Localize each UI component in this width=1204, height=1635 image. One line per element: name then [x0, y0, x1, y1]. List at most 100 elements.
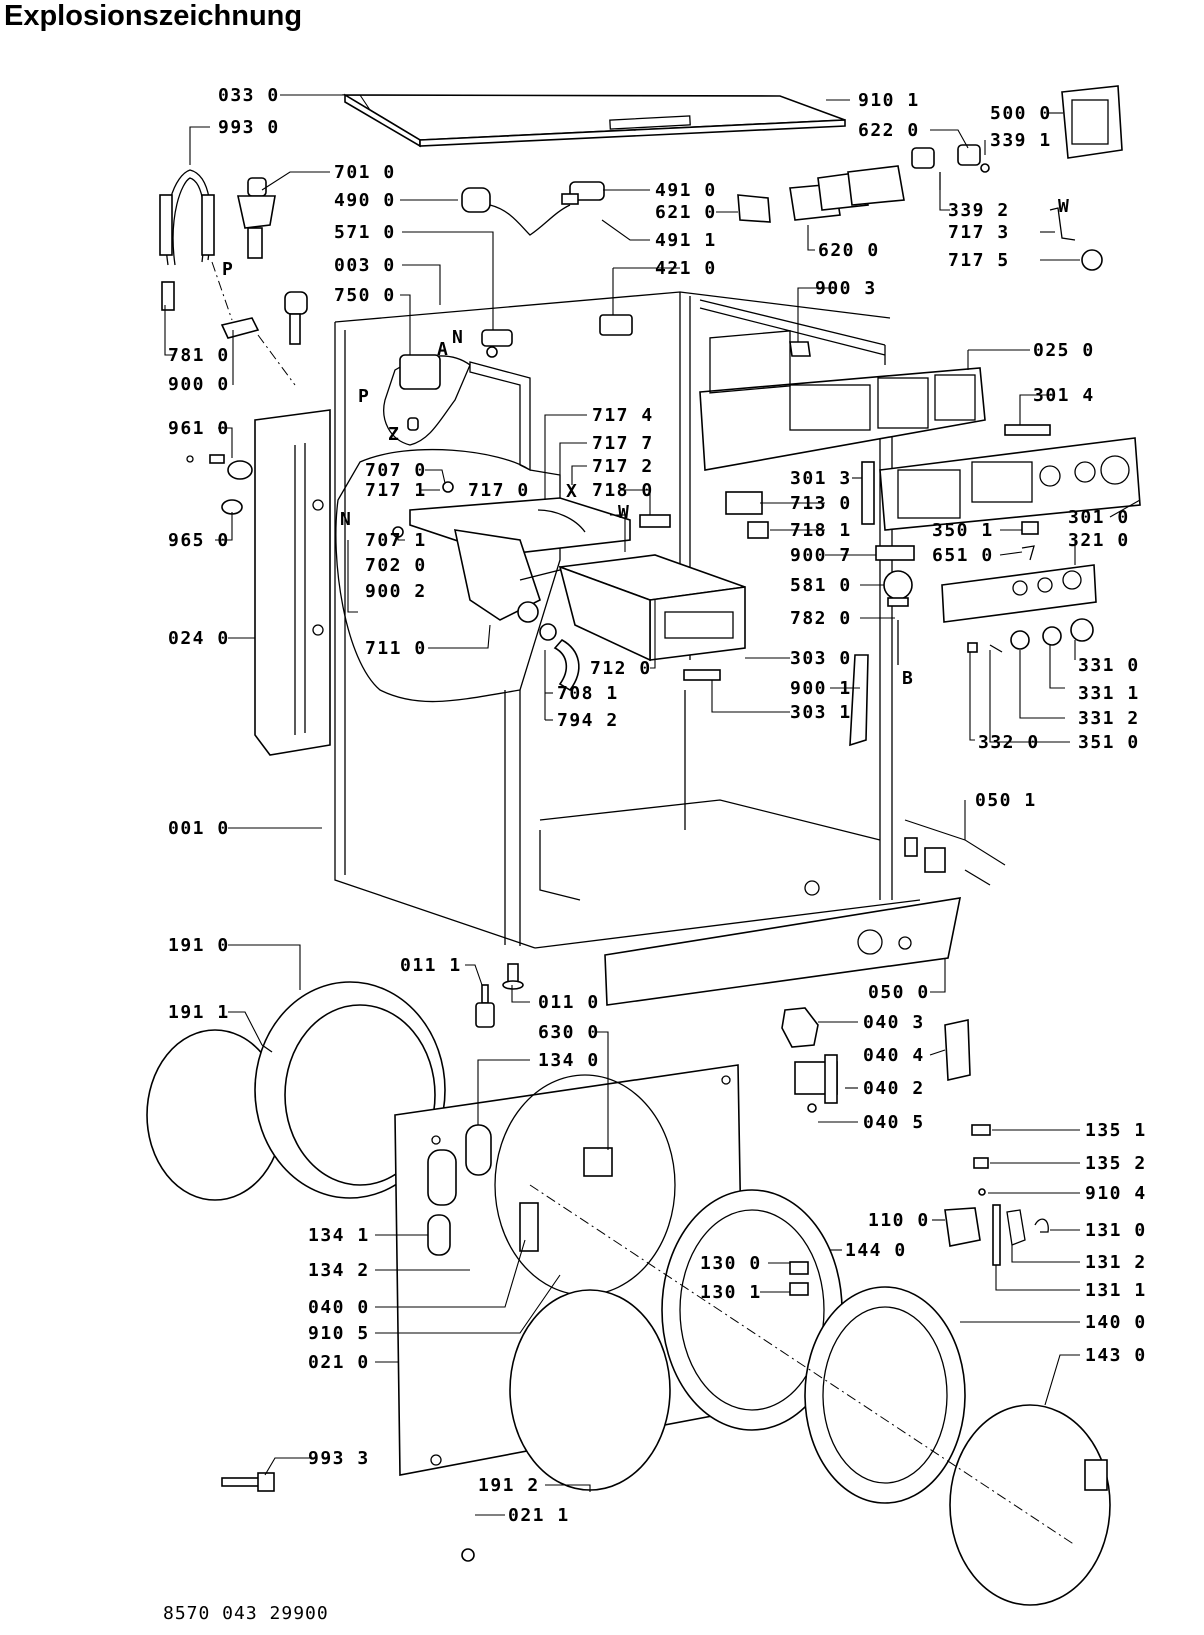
- marker-p-1: P: [222, 259, 234, 280]
- callout-134-1: 134 1: [308, 1225, 370, 1246]
- part-135-1: [971, 1124, 991, 1136]
- callout-131-2: 131 2: [1085, 1252, 1147, 1273]
- callout-620-0: 620 0: [818, 240, 880, 261]
- callout-718-1: 718 1: [790, 520, 852, 541]
- marker-x: X: [566, 481, 578, 502]
- callout-781-0: 781 0: [168, 345, 230, 366]
- callout-622-0: 622 0: [858, 120, 920, 141]
- callout-965-0: 965 0: [168, 530, 230, 551]
- callout-144-0: 144 0: [845, 1240, 907, 1261]
- callout-331-1: 331 1: [1078, 683, 1140, 704]
- callout-040-5: 040 5: [863, 1112, 925, 1133]
- callout-993-0: 993 0: [218, 117, 280, 138]
- callout-025-0: 025 0: [1033, 340, 1095, 361]
- callout-900-0: 900 0: [168, 374, 230, 395]
- callout-050-0: 050 0: [868, 982, 930, 1003]
- leader-lines: [164, 94, 1141, 1516]
- part-303-1: [683, 669, 721, 681]
- part-inlet-hose: [159, 169, 233, 321]
- part-993-3: [221, 1472, 275, 1492]
- callout-110-0: 110 0: [868, 1210, 930, 1231]
- callout-717-1: 717 1: [365, 480, 427, 501]
- part-900-3: [789, 341, 811, 357]
- part-191-2: [509, 1289, 671, 1491]
- part-side-panel: [254, 409, 331, 756]
- part-718-1: [747, 521, 769, 539]
- part-top-cover: [342, 93, 846, 148]
- part-control-panel-fascia: [879, 437, 1141, 531]
- callout-702-0: 702 0: [365, 555, 427, 576]
- callout-301-0: 301 0: [1068, 507, 1130, 528]
- callout-134-0: 134 0: [538, 1050, 600, 1071]
- callout-033-0: 033 0: [218, 85, 280, 106]
- detail-outline-dispenser: [335, 448, 561, 703]
- part-040-4: [944, 1019, 971, 1081]
- callout-040-3: 040 3: [863, 1012, 925, 1033]
- part-717-3: [1049, 207, 1076, 241]
- callout-711-0: 711 0: [365, 638, 427, 659]
- part-961-0: [186, 454, 253, 480]
- part-135-2: [973, 1157, 989, 1169]
- callout-050-1: 050 1: [975, 790, 1037, 811]
- callout-717-4: 717 4: [592, 405, 654, 426]
- callout-191-0: 191 0: [168, 935, 230, 956]
- part-switches-622: [911, 144, 990, 190]
- part-131-1: [992, 1204, 1001, 1266]
- part-965-0: [221, 499, 243, 515]
- marker-n-2: N: [340, 509, 352, 530]
- marker-w-1: W: [618, 502, 630, 523]
- part-301-3: [861, 461, 875, 525]
- callout-910-1: 910 1: [858, 90, 920, 111]
- part-900-7: [875, 545, 915, 561]
- callout-750-0: 750 0: [334, 285, 396, 306]
- callout-712-0: 712 0: [590, 658, 652, 679]
- part-040-3: [781, 1007, 819, 1048]
- part-131-0: [1034, 1218, 1049, 1233]
- callout-651-0: 651 0: [932, 545, 994, 566]
- callout-135-1: 135 1: [1085, 1120, 1147, 1141]
- part-hose-bracket: [220, 317, 296, 386]
- part-inlet-valve-750: [284, 291, 308, 345]
- callout-708-1: 708 1: [557, 683, 619, 704]
- part-knobs: [967, 618, 1094, 653]
- part-717-5: [1081, 249, 1103, 271]
- marker-n-1: N: [452, 327, 464, 348]
- part-valve-z: [407, 417, 419, 431]
- callout-581-0: 581 0: [790, 575, 852, 596]
- callout-910-5: 910 5: [308, 1323, 370, 1344]
- part-621: [737, 194, 771, 223]
- callout-491-0: 491 0: [655, 180, 717, 201]
- part-040-5: [807, 1103, 817, 1113]
- callout-040-2: 040 2: [863, 1078, 925, 1099]
- part-910-4: [978, 1188, 986, 1196]
- callout-713-0: 713 0: [790, 493, 852, 514]
- marker-a: A: [437, 339, 449, 360]
- callout-301-3: 301 3: [790, 468, 852, 489]
- part-filter-491: [561, 181, 605, 205]
- part-outer-door-143: [949, 1404, 1111, 1606]
- callout-021-1: 021 1: [508, 1505, 570, 1526]
- callout-350-1: 350 1: [932, 520, 994, 541]
- callout-961-0: 961 0: [168, 418, 230, 439]
- callout-794-2: 794 2: [557, 710, 619, 731]
- callout-011-0: 011 0: [538, 992, 600, 1013]
- callout-011-1: 011 1: [400, 955, 462, 976]
- callout-351-0: 351 0: [1078, 732, 1140, 753]
- callout-717-7: 717 7: [592, 433, 654, 454]
- callout-701-0: 701 0: [334, 162, 396, 183]
- callout-900-1: 900 1: [790, 678, 852, 699]
- callout-303-0: 303 0: [790, 648, 852, 669]
- callout-571-0: 571 0: [334, 222, 396, 243]
- part-651-0: [1021, 545, 1035, 561]
- callout-900-3: 900 3: [815, 278, 877, 299]
- callout-707-1: 707 1: [365, 530, 427, 551]
- part-door-glass-140: [804, 1286, 966, 1504]
- callout-421-0: 421 0: [655, 258, 717, 279]
- callout-140-0: 140 0: [1085, 1312, 1147, 1333]
- part-door-frame-144: [661, 1189, 843, 1431]
- callout-130-1: 130 1: [700, 1282, 762, 1303]
- callout-131-1: 131 1: [1085, 1280, 1147, 1301]
- callout-900-2: 900 2: [365, 581, 427, 602]
- part-021-1: [461, 1548, 475, 1562]
- callout-718-0: 718 0: [592, 480, 654, 501]
